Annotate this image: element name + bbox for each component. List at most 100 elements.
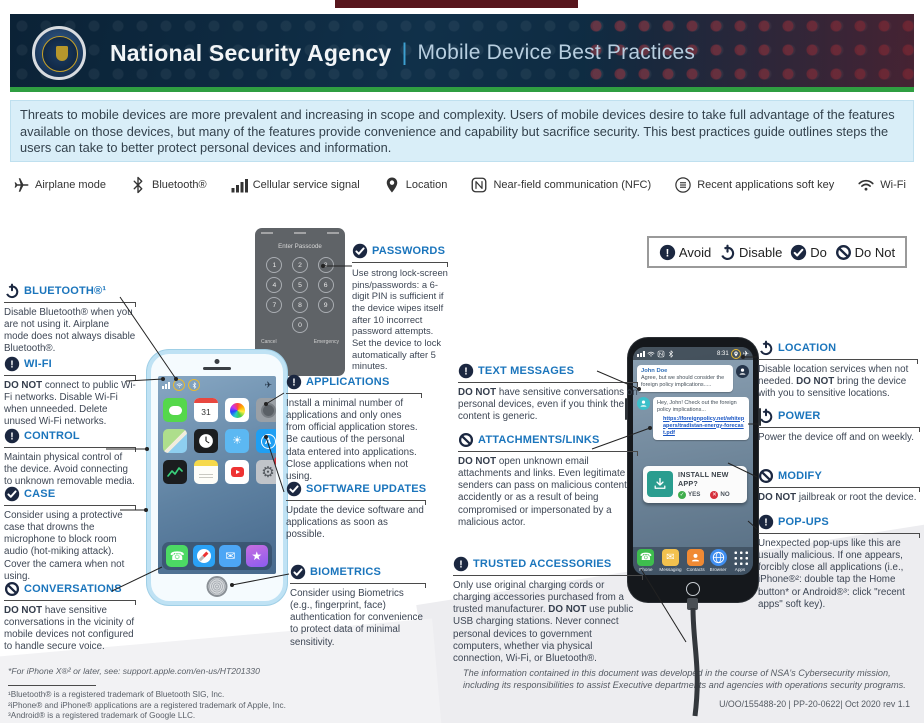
chat-message-incoming: Hey, John! Check out the foreign policy … [637,396,749,440]
phone-app-icon[interactable]: ☎ [166,545,189,567]
keypad-key[interactable]: 3 [317,257,334,273]
installer-icon [647,471,673,498]
yes-button[interactable]: ✓YES [678,490,701,499]
avoid-icon [458,363,474,379]
music-app-icon[interactable]: ★ [245,545,268,567]
do-icon [790,244,807,261]
document-title: Mobile Device Best Practices [417,41,696,64]
keypad-key[interactable]: 9 [317,297,334,313]
messages-app-icon[interactable] [163,398,187,422]
disable-icon [4,283,20,299]
keypad-key[interactable]: 4 [266,277,283,293]
no-button[interactable]: ✕NO [710,490,730,499]
avatar [637,396,650,410]
rule [458,451,638,456]
bluetooth-icon [667,350,675,358]
disable-icon [758,408,774,424]
keypad-key[interactable]: 6 [317,277,334,293]
section-case: CASE Consider using a protective case th… [4,486,136,583]
app-store-icon[interactable]: A [256,429,276,453]
do-icon [352,243,368,259]
keypad-key[interactable]: 7 [266,297,283,313]
safari-app-icon[interactable] [192,545,215,567]
emergency-label[interactable]: Emergency [313,339,339,345]
dock-item-apps[interactable]: Apps [731,547,749,572]
key-cellular: Cellular service signal [230,176,360,194]
location-pin-icon [383,176,401,194]
android-dock: ☎Phone ✉Messaging Contacts Browser Apps [633,547,753,575]
bluetooth-icon [129,176,147,194]
popup-buttons: ✓YES ✕NO [678,490,743,499]
keypad-key[interactable]: 5 [291,277,308,293]
section-control: CONTROL Maintain physical control of the… [4,430,136,488]
keypad-key[interactable]: 2 [291,257,308,273]
rule [4,505,136,510]
key-bluetooth: Bluetooth® [129,176,207,194]
section-applications: APPLICATIONS Install a minimal number of… [286,374,422,483]
clock-app-icon[interactable] [194,429,218,453]
disclaimer-text: The information contained in this docume… [463,668,906,690]
section-modify: MODIFY DO NOT jailbreak or root the devi… [758,468,920,504]
trademark-line: ¹Bluetooth® is a registered trademark of… [8,690,225,699]
section-wifi: WI-FI DO NOT connect to public Wi-Fi net… [4,358,136,428]
header-title-group: National Security Agency | Mobile Device… [110,14,695,92]
calendar-app-icon[interactable]: 31 [194,398,218,422]
avoid-icon [659,244,676,261]
keypad-key[interactable]: 0 [291,317,308,333]
keypad-key[interactable]: 1 [266,257,283,273]
check-icon: ✓ [678,490,686,499]
passcode-keypad: 1 2 3 4 5 6 7 8 9 0 [261,257,339,333]
camera-app-icon[interactable] [256,398,276,422]
section-attachments-links: ATTACHMENTS/LINKS DO NOT open unknown em… [458,432,638,529]
maps-app-icon[interactable] [163,429,187,453]
chat-bubble: Hey, John! Check out the foreign policy … [653,396,749,440]
bluetooth-icon [191,382,198,389]
dock-item-contacts[interactable]: Contacts [687,547,705,572]
section-power: POWER Power the device off and on weekly… [758,408,920,444]
dock-item-browser[interactable]: Browser [709,547,727,572]
legend-disable: Disable [719,244,782,261]
trademark-footnotes: ¹Bluetooth® is a registered trademark of… [8,690,286,722]
section-biometrics: BIOMETRICS Consider using Biometrics (e.… [290,564,426,649]
chat-bubble: John Doe Agree, but we should consider t… [637,365,733,392]
app-grid: 31 ☀ A ⚙! [158,394,276,488]
lockscreen-statusbar [261,232,339,234]
nsa-seal [32,26,86,80]
agency-name: National Security Agency [110,39,392,66]
volume-button [625,398,627,420]
notes-app-icon[interactable] [194,460,218,484]
do-icon [286,481,302,497]
disable-icon [758,340,774,356]
section-text-messages: TEXT MESSAGES DO NOT have sensitive conv… [458,363,638,423]
rule [4,375,136,380]
settings-app-icon[interactable]: ⚙! [256,456,276,484]
iphone-illustration: ✈ 31 ☀ A ⚙! ☎ ✉ ★ [147,350,287,605]
android-home-button[interactable] [686,582,700,596]
rule [286,500,426,505]
phone-icon: ☎ [637,549,655,566]
mail-app-icon[interactable]: ✉ [219,545,242,567]
airplane-mode-icon: ✈ [264,379,272,390]
donot-icon [835,244,852,261]
videos-app-icon[interactable] [225,460,249,484]
photos-app-icon[interactable] [225,398,249,422]
header-red-dot-pattern [584,14,914,92]
home-button-fingerprint[interactable] [206,576,228,597]
popup-content: INSTALL NEW APP? ✓YES ✕NO [678,470,743,499]
contacts-icon [687,549,705,566]
wifi-icon [176,382,183,389]
stocks-app-icon[interactable] [163,460,187,484]
iphone-dock: ☎ ✉ ★ [162,542,272,570]
do-icon [290,564,306,580]
keypad-key[interactable]: 8 [291,297,308,313]
cancel-label[interactable]: Cancel [261,339,277,345]
legend-do: Do [790,244,827,261]
donot-icon [758,468,774,484]
dock-item-messaging[interactable]: ✉Messaging [659,547,682,572]
signal-bars-icon [637,350,645,357]
speaker-slot [203,367,231,370]
suspicious-link[interactable]: https://foreignpolicy.net/whitepapers/tr… [663,415,745,436]
rule [286,393,422,398]
rule [758,487,920,492]
weather-app-icon[interactable]: ☀ [225,429,249,453]
